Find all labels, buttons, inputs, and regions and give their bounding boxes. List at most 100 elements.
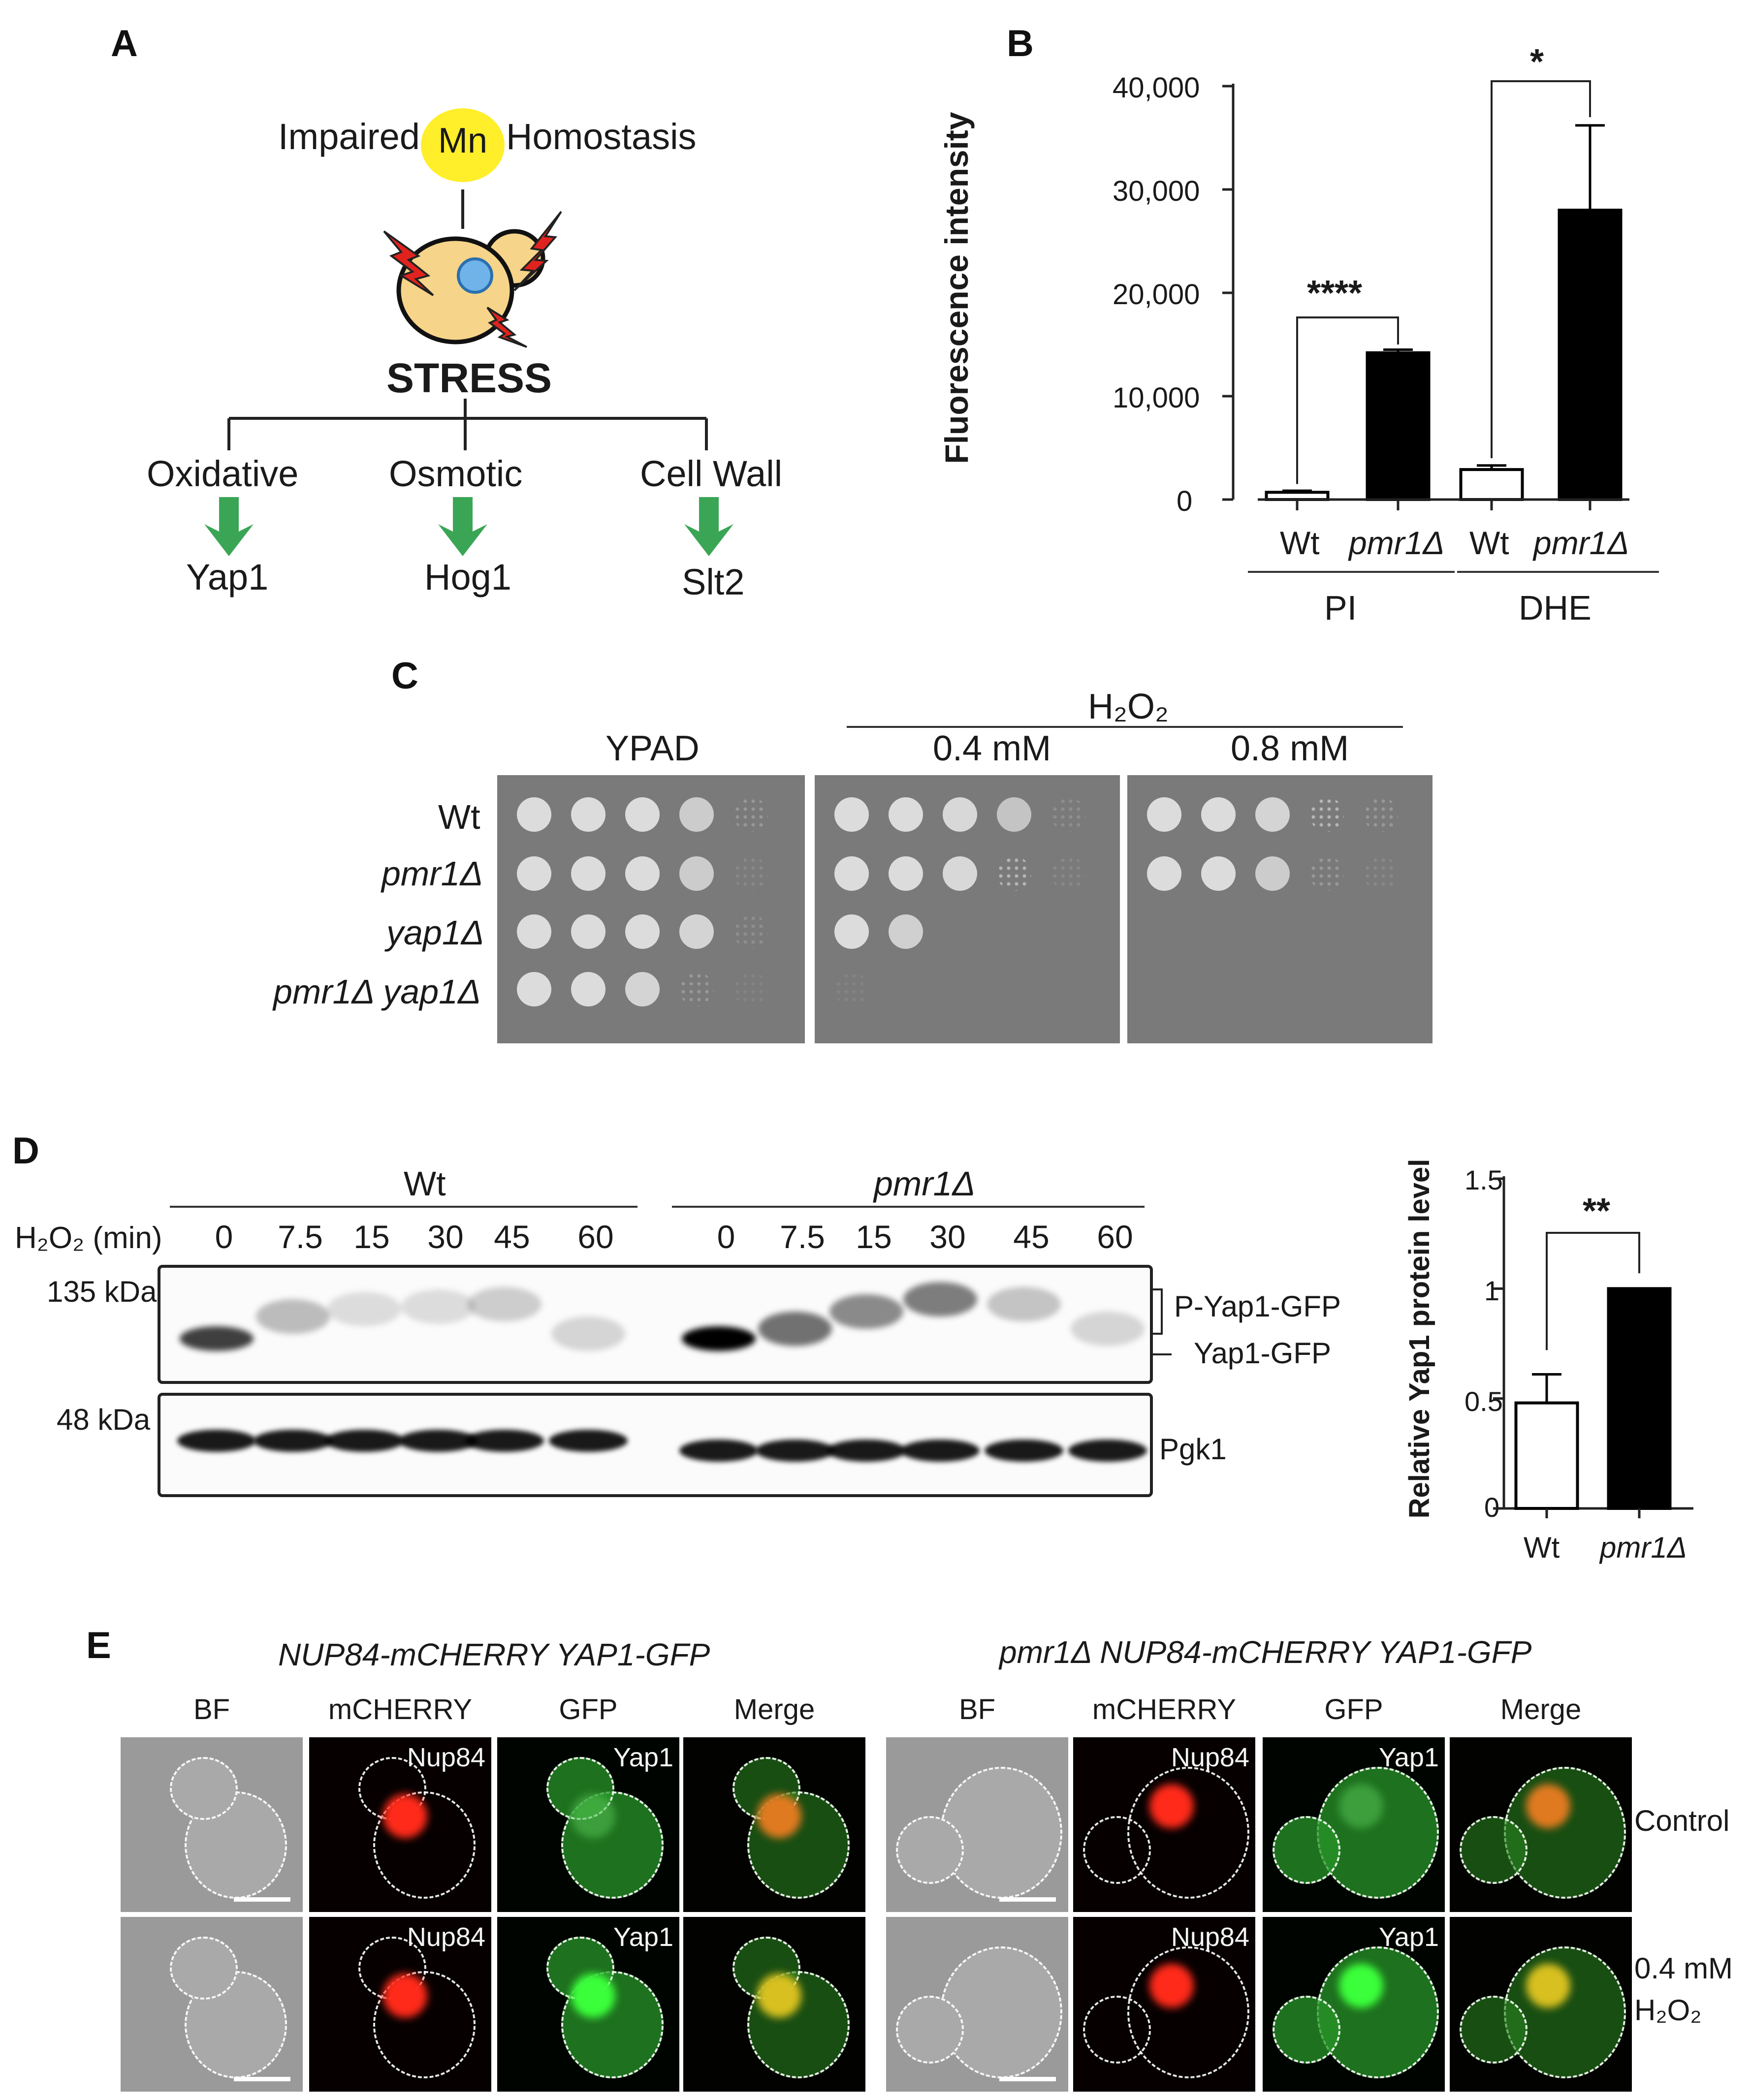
panel-b-sig-bracket-2 xyxy=(1491,80,1591,458)
micrograph xyxy=(683,1917,865,2092)
nucleus-signal xyxy=(1149,1784,1194,1828)
panel-c-cond-ypad: YPAD xyxy=(605,729,700,768)
pgk1-band xyxy=(679,1440,758,1462)
nucleus-signal xyxy=(1526,1784,1570,1828)
micrograph: Nup84 xyxy=(309,1917,491,2092)
nucleus-signal xyxy=(1526,1964,1570,2008)
yeast-spot xyxy=(1364,797,1398,832)
panel-d-bar-2 xyxy=(1607,1287,1672,1510)
scale-bar xyxy=(234,2077,290,2081)
cell-outline xyxy=(1504,1767,1626,1899)
panel-d-bar-1 xyxy=(1514,1401,1579,1510)
yeast-spot xyxy=(1051,856,1085,891)
nucleus-signal xyxy=(1339,1784,1383,1828)
yeast-spot xyxy=(997,797,1031,832)
marker-label: Yap1 xyxy=(613,1743,673,1772)
micrograph: Yap1 xyxy=(1263,1737,1445,1912)
micrograph xyxy=(886,1917,1068,2092)
mw-48: 48 kDa xyxy=(57,1403,151,1436)
lightning-bolt-icon xyxy=(383,211,562,348)
panel-c-strain-pmr1: pmr1Δ xyxy=(382,854,483,893)
cell-outline xyxy=(1460,1996,1528,2064)
panel-c-cond-08: 0.8 mM xyxy=(1231,729,1349,768)
panel-b-group-line-2 xyxy=(1457,571,1659,573)
yeast-spot xyxy=(517,972,551,1006)
panel-e-left-title: NUP84-mCHERRY YAP1-GFP xyxy=(278,1637,710,1672)
panel-c-treatment-line xyxy=(847,726,1403,728)
pgk1-band xyxy=(827,1440,906,1462)
panel-d-pmr1-line xyxy=(672,1206,1145,1208)
yeast-spot xyxy=(1147,856,1181,891)
time-label: 7.5 xyxy=(780,1219,825,1255)
yap1-band xyxy=(903,1282,977,1316)
panel-d-group-wt: Wt xyxy=(404,1164,446,1203)
panel-d-ytick-2: 1 xyxy=(1484,1275,1500,1306)
micrograph xyxy=(683,1737,865,1912)
channel-label: BF xyxy=(193,1693,230,1725)
yeast-spot xyxy=(1255,797,1290,832)
time-label: 60 xyxy=(577,1219,614,1255)
yeast-spot xyxy=(1364,856,1398,891)
yeast-spot xyxy=(625,856,660,891)
yeast-spot xyxy=(571,972,605,1006)
time-label: 15 xyxy=(353,1219,390,1255)
yeast-spot xyxy=(571,914,605,949)
panel-b-xlabel-4: pmr1Δ xyxy=(1533,525,1629,561)
blot-yap1 xyxy=(158,1265,1153,1384)
panel-a-diagram xyxy=(204,189,733,556)
panel-b-ytick-0: 0 xyxy=(1177,485,1193,517)
channel-label: mCHERRY xyxy=(328,1693,473,1725)
panel-b-group-dhe: DHE xyxy=(1519,589,1592,627)
panel-c-strain-yap1: yap1Δ xyxy=(386,913,484,952)
yeast-spot xyxy=(943,797,977,832)
yap1-band xyxy=(758,1312,832,1346)
panel-d-time-label: H₂O₂ (min) xyxy=(15,1221,162,1255)
pgk1-band xyxy=(399,1430,478,1452)
micrograph xyxy=(121,1737,303,1912)
panel-a-letter: A xyxy=(111,23,138,64)
down-arrow-icon xyxy=(204,497,733,556)
yeast-spot xyxy=(733,914,768,949)
micrograph xyxy=(1450,1737,1632,1912)
panel-b-xlabel-2: pmr1Δ xyxy=(1349,525,1445,561)
yap1-band xyxy=(551,1316,625,1351)
yap1-band xyxy=(256,1299,330,1334)
scale-bar xyxy=(234,1897,290,1902)
nucleus-signal xyxy=(757,1974,801,2018)
yeast-spot xyxy=(1201,856,1236,891)
impaired-label: Impaired xyxy=(278,116,420,157)
row-label-h2o2: H₂O₂ xyxy=(1634,1994,1702,2027)
channel-label: Merge xyxy=(1500,1693,1582,1725)
channel-label: Merge xyxy=(733,1693,815,1725)
cell-outline xyxy=(1273,1996,1340,2064)
marker-label: Yap1 xyxy=(1378,1922,1439,1952)
micrograph xyxy=(886,1737,1068,1912)
branch-cellwall: Cell Wall xyxy=(640,453,783,494)
cell-outline xyxy=(1273,1816,1340,1884)
panel-c-letter: C xyxy=(391,655,418,697)
marker-label: Nup84 xyxy=(407,1922,485,1952)
yeast-spot xyxy=(571,797,605,832)
target-hog1: Hog1 xyxy=(424,557,511,597)
panel-b-ytick-1: 10,000 xyxy=(1113,382,1200,414)
panel-e-letter: E xyxy=(86,1625,111,1666)
panel-b-chart xyxy=(1222,80,1629,510)
marker-label: Nup84 xyxy=(1171,1743,1249,1772)
panel-d-wt-line xyxy=(170,1206,637,1208)
time-label: 30 xyxy=(929,1219,966,1255)
yeast-spot xyxy=(889,856,923,891)
yeast-spot xyxy=(625,797,660,832)
yeast-spot xyxy=(889,914,923,949)
mn-label: Mn xyxy=(438,121,488,160)
yeast-spot xyxy=(733,797,768,832)
time-label: 45 xyxy=(1013,1219,1050,1255)
micrograph: Yap1 xyxy=(497,1737,679,1912)
branch-osmotic: Osmotic xyxy=(389,453,523,494)
panel-c-strain-wt: Wt xyxy=(438,798,480,836)
pgk1-band xyxy=(756,1440,834,1462)
pgk1-band xyxy=(254,1430,332,1452)
pgk1-band xyxy=(465,1430,544,1452)
panel-e-right-title: pmr1Δ NUP84-mCHERRY YAP1-GFP xyxy=(999,1634,1532,1670)
nucleus-signal xyxy=(571,1794,615,1838)
